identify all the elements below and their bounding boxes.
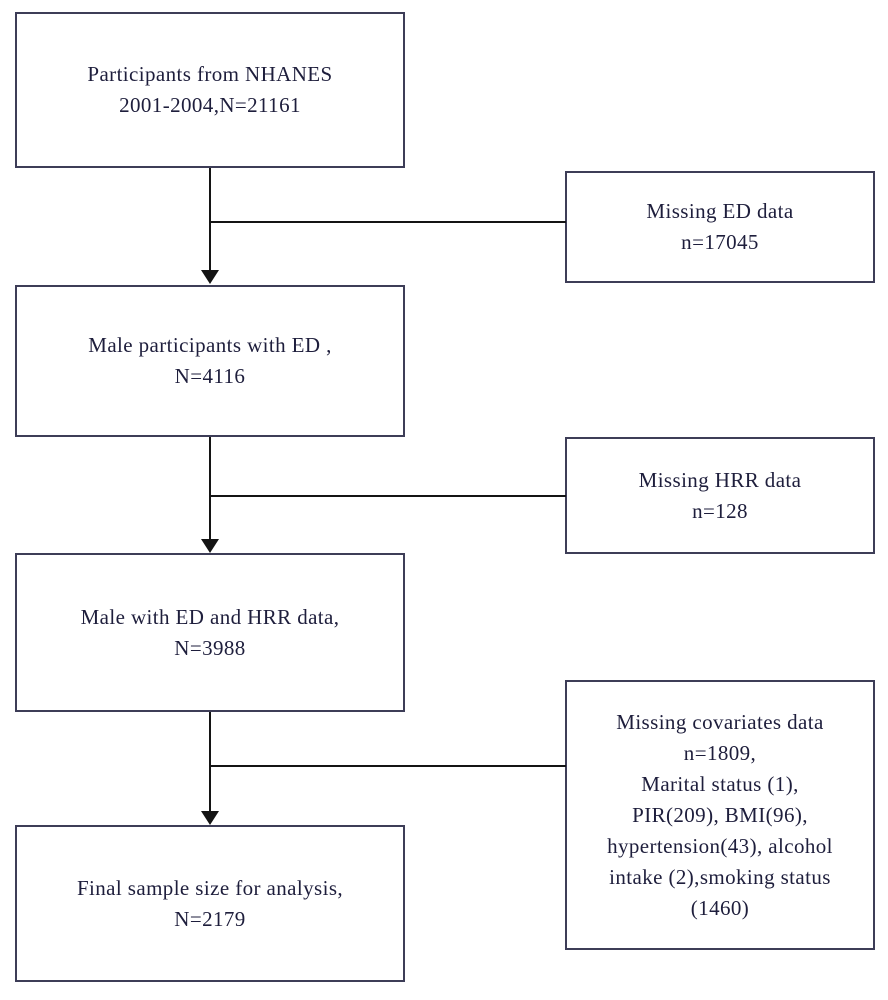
connector-branch-missing-ed <box>210 221 566 223</box>
flow-box-missing-covariates-data: Missing covariates data n=1809, Marital … <box>565 680 875 950</box>
flow-box-participants: Participants from NHANES 2001-2004,N=211… <box>15 12 405 168</box>
flow-box-male-participants-ed: Male participants with ED , N=4116 <box>15 285 405 437</box>
flow-box-missing-hrr-data: Missing HRR data n=128 <box>565 437 875 554</box>
flow-box-final-sample: Final sample size for analysis, N=2179 <box>15 825 405 982</box>
flow-box-missing-covariates-data-text: Missing covariates data n=1809, Marital … <box>607 709 833 920</box>
connector-vertical-1 <box>209 168 211 271</box>
flow-box-missing-ed-data: Missing ED data n=17045 <box>565 171 875 283</box>
flow-box-male-participants-ed-text: Male participants with ED , N=4116 <box>88 333 332 388</box>
arrow-down-icon <box>201 539 219 553</box>
arrow-down-icon <box>201 270 219 284</box>
flow-box-final-sample-text: Final sample size for analysis, N=2179 <box>76 875 344 931</box>
connector-vertical-2 <box>209 437 211 540</box>
flow-box-missing-ed-data-text: Missing ED data n=17045 <box>646 199 794 254</box>
connector-vertical-3 <box>209 712 211 812</box>
flow-box-male-ed-hrr-text: Male with ED and HRR data, N=3988 <box>80 604 340 660</box>
connector-branch-missing-covariates <box>210 765 566 767</box>
flow-box-male-ed-hrr: Male with ED and HRR data, N=3988 <box>15 553 405 712</box>
arrow-down-icon <box>201 811 219 825</box>
connector-branch-missing-hrr <box>210 495 566 497</box>
flow-box-participants-text: Participants from NHANES 2001-2004,N=211… <box>87 62 333 117</box>
flow-box-missing-hrr-data-text: Missing HRR data n=128 <box>638 467 802 523</box>
